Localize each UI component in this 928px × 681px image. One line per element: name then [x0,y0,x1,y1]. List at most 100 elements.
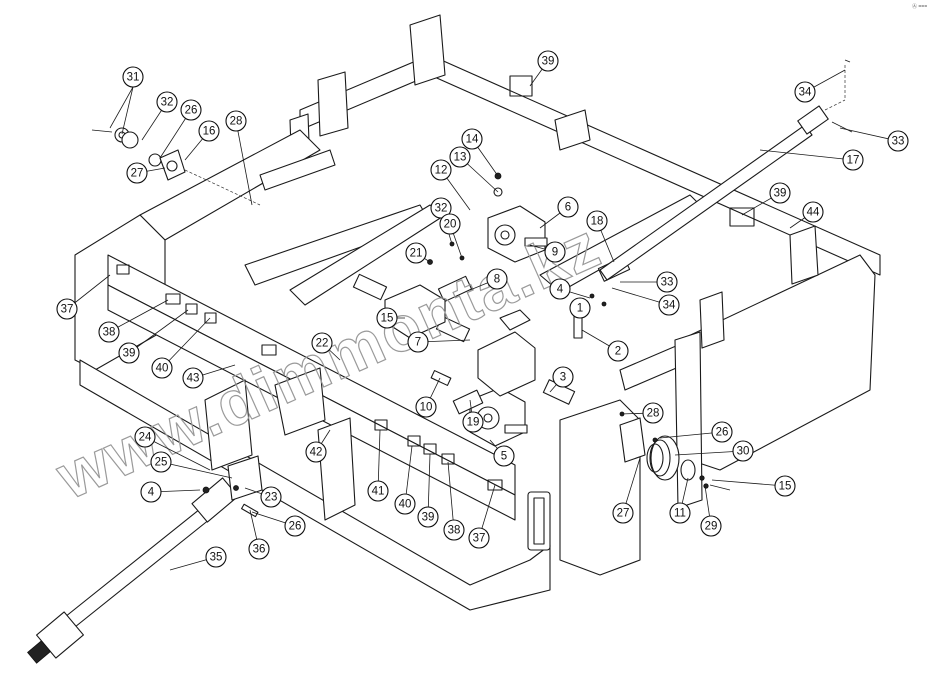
callout-circle [118,342,140,364]
callout-number: 32 [161,97,174,109]
callout-number: 34 [799,87,812,99]
part-callout-6: 6 [557,196,579,218]
part-callout-37: 37 [468,527,490,549]
callout-circle [544,241,566,263]
part-callout-33: 33 [656,271,678,293]
part-callout-41: 41 [367,480,389,502]
callout-circle [140,481,162,503]
callout-circle [417,506,439,528]
callout-number: 4 [557,284,564,296]
callout-circle [468,527,490,549]
part-callout-24: 24 [134,426,156,448]
callout-number: 19 [467,417,480,429]
callout-number: 39 [422,512,435,524]
callout-leader-line [160,461,233,479]
part-callout-38: 38 [98,321,120,343]
callout-leader-line [759,149,854,161]
callout-number: 27 [617,508,630,520]
skid-brackets [204,367,551,551]
callout-number: 27 [131,168,144,180]
part-callout-39: 39 [769,182,791,204]
callout-number: 11 [674,508,686,520]
right-pulley-assembly [619,417,731,491]
part-callout-27: 27 [126,162,148,184]
part-callout-36: 36 [248,538,270,560]
callout-number: 33 [892,136,905,148]
callout-number: 26 [289,521,302,533]
callout-circle [700,515,722,537]
part-callout-35: 35 [205,546,227,568]
callout-number: 7 [415,337,421,349]
callout-number: 6 [565,202,571,214]
callout-number: 40 [156,363,169,375]
part-callout-34: 34 [658,294,680,316]
part-callout-43: 43 [182,367,204,389]
part-callout-2: 2 [607,340,629,362]
callout-number: 15 [779,481,792,493]
mounting-plates [384,284,536,397]
callout-leader-line [109,86,134,129]
callout-number: 20 [444,219,457,231]
callout-circle [182,367,204,389]
callout-leader-line [121,86,134,135]
callout-circle [122,66,144,88]
part-callout-8: 8 [486,268,508,290]
callout-number: 44 [807,207,820,219]
part-callout-27: 27 [612,502,634,524]
callout-circle [658,294,680,316]
pto-driveshaft [27,477,239,664]
callout-circle [612,502,634,524]
part-callout-29: 29 [700,515,722,537]
part-callout-10: 10 [415,396,437,418]
callout-circle [156,91,178,113]
callout-number: 23 [265,492,278,504]
callout-circle [607,340,629,362]
callout-leader-line [447,461,455,531]
part-callout-9: 9 [544,241,566,263]
part-callout-25: 25 [150,451,172,473]
callout-number: 12 [435,165,448,177]
callout-circle [430,159,452,181]
callout-circle [126,162,148,184]
callout-leader-line [161,317,211,369]
callout-circle [769,182,791,204]
callout-number: 8 [494,274,500,286]
callout-number: 4 [148,487,155,499]
callout-circle [405,242,427,264]
callout-circle [552,366,574,388]
part-callout-37: 37 [56,298,78,320]
callout-circle [669,502,691,524]
callout-circle [430,197,452,219]
part-callout-22: 22 [311,332,333,354]
callout-number: 30 [737,446,750,458]
callout-number: 13 [454,152,467,164]
part-callout-12: 12 [430,159,452,181]
part-callout-14: 14 [461,128,483,150]
callout-circle [842,149,864,171]
callout-leader-line [144,436,211,471]
callout-circle [151,357,173,379]
callout-number: 38 [448,525,461,537]
corner-mark: Ⓐ === [912,3,927,10]
part-callout-40: 40 [151,357,173,379]
part-callout-4: 4 [140,481,162,503]
callout-circle [284,515,306,537]
callout-number: 32 [435,203,448,215]
callout-leader-line [235,120,253,206]
callout-number: 35 [210,552,223,564]
callout-number: 14 [466,134,479,146]
part-callout-16: 16 [198,120,220,142]
part-callout-28: 28 [642,402,664,424]
callout-number: 41 [372,486,385,498]
part-callout-39: 39 [118,342,140,364]
part-callout-28: 28 [225,110,247,132]
callout-circle [260,486,282,508]
callout-number: 40 [399,499,412,511]
callout-circle [439,213,461,235]
part-callout-5: 5 [493,445,515,467]
callout-circle [656,271,678,293]
part-callout-38: 38 [443,519,465,541]
